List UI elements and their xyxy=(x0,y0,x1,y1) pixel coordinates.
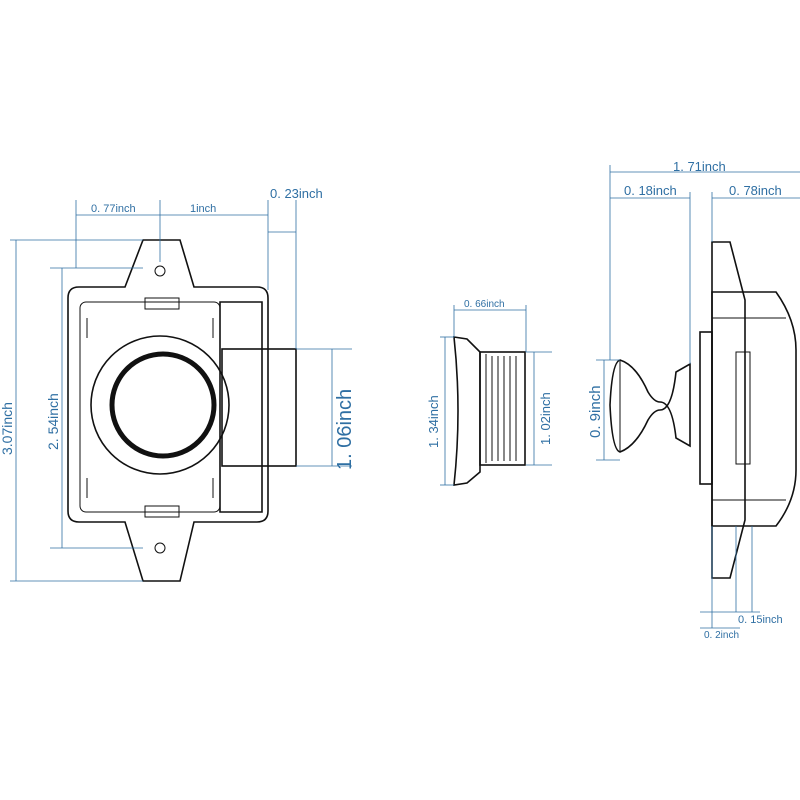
dim-plate-thickness: 0. 15inch xyxy=(738,614,783,626)
dim-hole-to-body: 1inch xyxy=(190,203,216,215)
middle-view: 0. 66inch 1. 34inch 1. 02inch xyxy=(426,299,553,486)
button-body xyxy=(479,351,526,466)
dim-knob-length: 0. 18inch xyxy=(624,183,677,198)
latch-bolt xyxy=(221,348,297,467)
top-clip xyxy=(144,297,180,310)
dim-flange-height: 1. 34inch xyxy=(426,395,441,448)
dim-body-height: 2. 54inch xyxy=(45,393,61,450)
inner-frame xyxy=(79,301,221,513)
button-bezel xyxy=(90,335,230,475)
latch-housing xyxy=(219,301,263,513)
dim-depth: 0. 66inch xyxy=(464,299,505,310)
knob xyxy=(609,359,691,453)
dim-housing-length: 0. 78inch xyxy=(729,183,782,198)
dim-left-offset: 0. 77inch xyxy=(91,203,136,215)
dim-overall-length: 1. 71inch xyxy=(673,159,726,174)
dim-knob-diameter: 0. 9inch xyxy=(587,385,604,438)
front-view: 0. 77inch 1inch 0. 23inch 3.07inch 2. 54… xyxy=(0,186,356,582)
dim-flange-offset: 0. 2inch xyxy=(704,630,739,641)
mounting-plate xyxy=(67,239,269,582)
dim-button-protrusion: 0. 23inch xyxy=(270,186,323,201)
housing-slot xyxy=(735,351,751,465)
button-flange xyxy=(453,336,481,486)
housing-body xyxy=(711,291,797,527)
dim-body-height-mid: 1. 02inch xyxy=(538,392,553,445)
dim-overall-height: 3.07inch xyxy=(0,402,15,455)
push-button-ring xyxy=(109,351,217,459)
mounting-plate-side xyxy=(699,331,713,485)
bottom-clip xyxy=(144,505,180,518)
mounting-hole-bottom xyxy=(154,542,166,554)
side-view: 1. 71inch 0. 18inch 0. 78inch 0. 9inch 0… xyxy=(587,159,800,641)
dim-button-height: 1. 06inch xyxy=(334,389,356,470)
mounting-hole-top xyxy=(154,265,166,277)
